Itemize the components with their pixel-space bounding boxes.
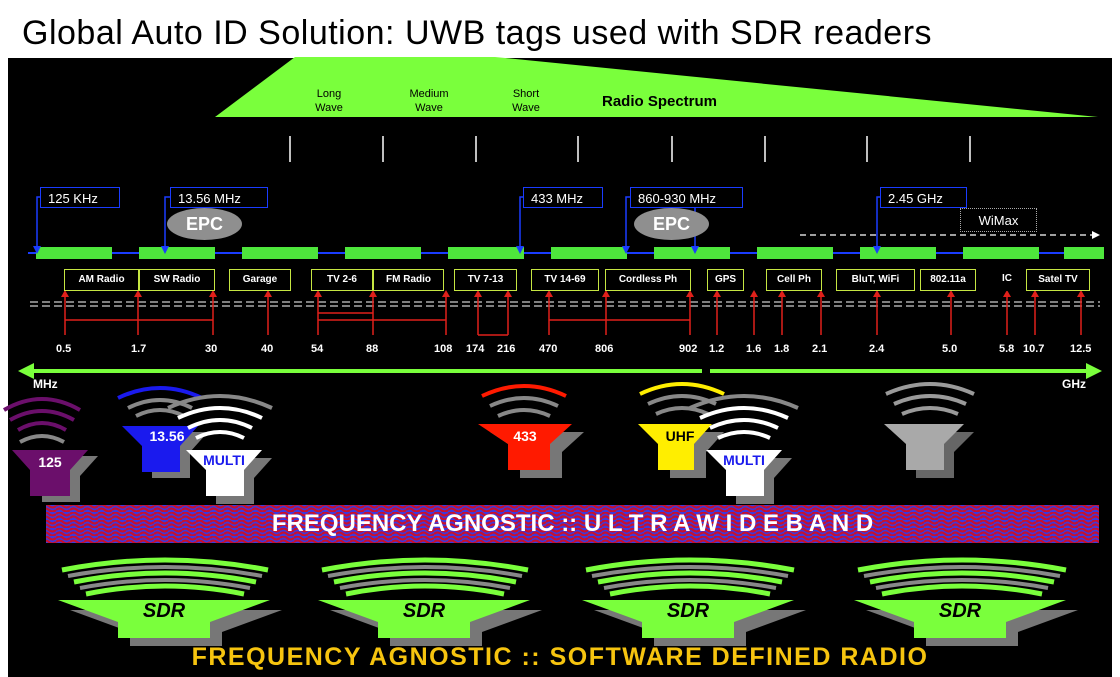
- left-border: [0, 58, 8, 677]
- app-box-tv-14-69: TV 14-69: [531, 269, 599, 291]
- tag-1356-funnel: [122, 426, 198, 472]
- sdr-reader-4: [854, 557, 1078, 646]
- app-box-ic: IC: [995, 269, 1019, 291]
- tag-gray-waves: [885, 382, 975, 416]
- unit-mhz: MHz: [33, 377, 58, 391]
- tick-label: 5.8: [999, 343, 1015, 355]
- freq-box-433mhz: 433 MHz: [523, 187, 603, 208]
- tag-433-label: 433: [513, 428, 537, 444]
- app-box-sw-radio: SW Radio: [139, 269, 215, 291]
- tick-label: 88: [366, 343, 379, 355]
- tick-label: 12.5: [1070, 343, 1092, 355]
- epc-badge-hf: EPC: [167, 208, 242, 240]
- unit-ghz: GHz: [1062, 377, 1086, 391]
- wimax-label: WiMax: [960, 208, 1037, 232]
- tag-multi-right-label: MULTI: [723, 452, 765, 468]
- tick-label: 174: [466, 343, 485, 355]
- uwb-banner-text: FREQUENCY AGNOSTIC :: U L T R A W I D E …: [271, 510, 874, 537]
- app-box-cell-ph: Cell Ph: [766, 269, 822, 291]
- tick-label: 5.0: [942, 343, 958, 355]
- tick-label: 30: [205, 343, 218, 355]
- tag-uhf-funnel: [638, 424, 712, 470]
- tag-multi-left-label: MULTI: [203, 452, 245, 468]
- app-box-blut-wifi: BluT, WiFi: [836, 269, 915, 291]
- app-box-802-11a: 802.11a: [920, 269, 976, 291]
- tag-multi-left-funnel: [186, 450, 262, 496]
- freq-box-860-930mhz: 860-930 MHz: [630, 187, 743, 208]
- frequency-marker-arrows: [61, 290, 1085, 297]
- tag-multi-right-funnel: [706, 450, 782, 496]
- app-box-satel-tv: Satel TV: [1026, 269, 1090, 291]
- sdr-banner-text: FREQUENCY AGNOSTIC :: SOFTWARE DEFINED R…: [191, 643, 929, 671]
- radio-spectrum-shape: [215, 57, 1098, 117]
- app-box-gps: GPS: [707, 269, 744, 291]
- sdr-reader-3: [582, 557, 806, 646]
- app-box-am-radio: AM Radio: [64, 269, 139, 291]
- rfid-connector-arrows: [33, 246, 881, 254]
- tag-multi-left-waves: [167, 394, 273, 440]
- right-border: [1112, 58, 1120, 677]
- tag-uhf-label: UHF: [665, 428, 695, 444]
- tick-label: 1.6: [746, 343, 762, 355]
- tick-label: 902: [679, 343, 698, 355]
- freq-box-125khz: 125 KHz: [40, 187, 120, 208]
- sdr-label-4: SDR: [938, 600, 982, 622]
- tag-multi-right-waves: [689, 394, 799, 440]
- tick-label: 2.4: [869, 343, 885, 355]
- app-box-garage: Garage: [229, 269, 291, 291]
- spectrum-segments: [36, 247, 1104, 259]
- radio-spectrum-label: Radio Spectrum: [602, 93, 718, 110]
- app-box-cordless-ph: Cordless Ph: [605, 269, 691, 291]
- app-box-fm-radio: FM Radio: [373, 269, 444, 291]
- app-box-tv-2-6: TV 2-6: [311, 269, 373, 291]
- tick-label: 470: [539, 343, 558, 355]
- tick-label: 40: [261, 343, 274, 355]
- title-band: [0, 0, 1120, 58]
- spectrum-division-lines: [289, 136, 971, 162]
- tag-125-label: 125: [38, 454, 62, 470]
- tag-1356-label: 13.56: [149, 428, 185, 444]
- tick-label: 1.8: [774, 343, 790, 355]
- sdr-reader-1: [58, 557, 282, 646]
- tick-label: 1.7: [131, 343, 147, 355]
- freq-box-13-56mhz: 13.56 MHz: [170, 187, 268, 208]
- sdr-label-3: SDR: [666, 600, 710, 622]
- sdr-label-1: SDR: [142, 600, 186, 622]
- tag-433-funnel: [478, 424, 572, 470]
- epc-badge-uhf: EPC: [634, 208, 709, 240]
- tick-label: 54: [311, 343, 324, 355]
- page-title: Global Auto ID Solution: UWB tags used w…: [22, 14, 933, 52]
- uwb-banner-pattern: [46, 505, 1099, 543]
- mhz-ghz-axis: [18, 363, 1102, 379]
- freq-box-2-45ghz: 2.45 GHz: [880, 187, 967, 208]
- sdr-label-2: SDR: [402, 600, 446, 622]
- tick-label: 108: [434, 343, 453, 355]
- tick-label: 216: [497, 343, 516, 355]
- tick-label: 1.2: [709, 343, 725, 355]
- tick-label: 10.7: [1023, 343, 1045, 355]
- tag-1356-waves: [117, 386, 203, 418]
- frequency-markers: [64, 293, 1082, 336]
- sdr-reader-2: [318, 557, 542, 646]
- app-box-tv-7-13: TV 7-13: [454, 269, 517, 291]
- tick-label: 806: [595, 343, 614, 355]
- tick-label: 2.1: [812, 343, 828, 355]
- tag-125-funnel: [12, 450, 88, 496]
- tag-125-waves: [2, 397, 82, 444]
- tag-433-waves: [481, 384, 567, 418]
- tick-label: 0.5: [56, 343, 72, 355]
- tag-gray-funnel: [884, 424, 964, 470]
